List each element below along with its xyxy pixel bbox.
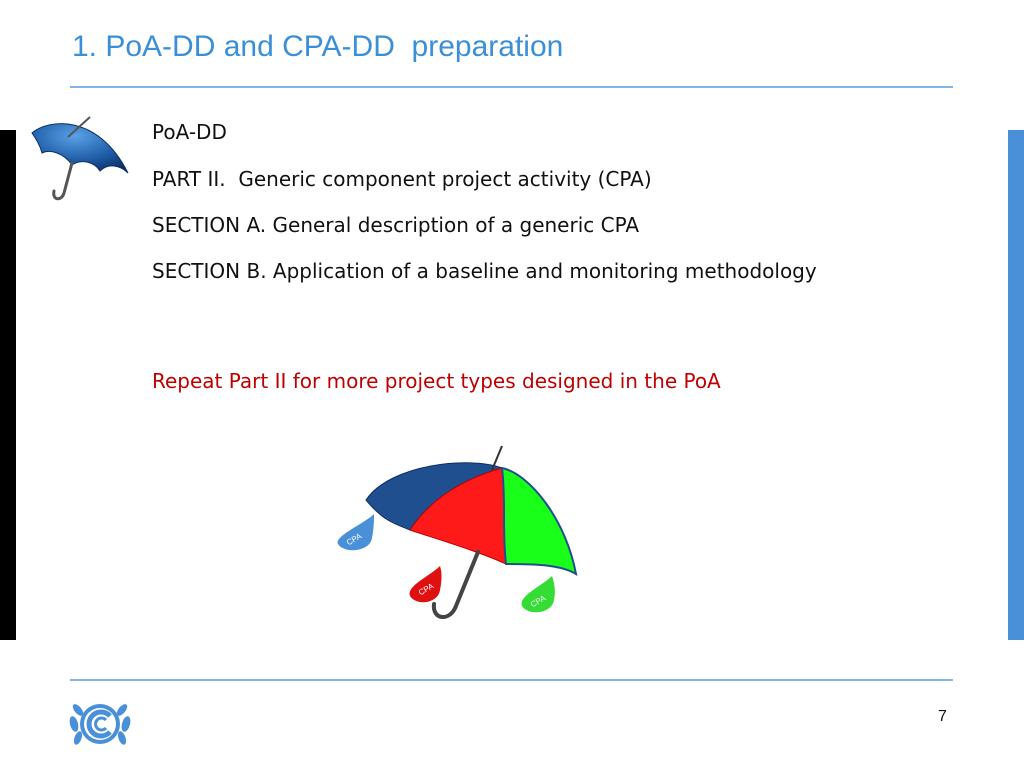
cpa-drop-blue: CPA <box>337 514 374 551</box>
unfccc-logo <box>69 704 131 745</box>
cpa-drop-green: CPA <box>521 576 555 613</box>
line-poa-dd: PoA-DD <box>152 120 227 144</box>
umbrella-icon <box>31 116 129 201</box>
page-number: 7 <box>938 708 947 725</box>
line-part-ii: PART II. Generic component project activ… <box>152 167 652 191</box>
cpa-drop-red: CPA <box>409 566 442 603</box>
umbrella-illustration: CPA CPA CPA <box>337 445 578 619</box>
line-section-a: SECTION A. General description of a gene… <box>152 213 640 237</box>
left-accent-bar <box>0 130 16 640</box>
repeat-note: Repeat Part II for more project types de… <box>152 369 721 393</box>
right-accent-bar <box>1008 130 1024 640</box>
slide-title: 1. PoA-DD and CPA-DD preparation <box>72 30 564 63</box>
line-section-b: SECTION B. Application of a baseline and… <box>152 259 817 283</box>
title-divider <box>70 86 953 88</box>
footer-divider <box>70 679 953 681</box>
